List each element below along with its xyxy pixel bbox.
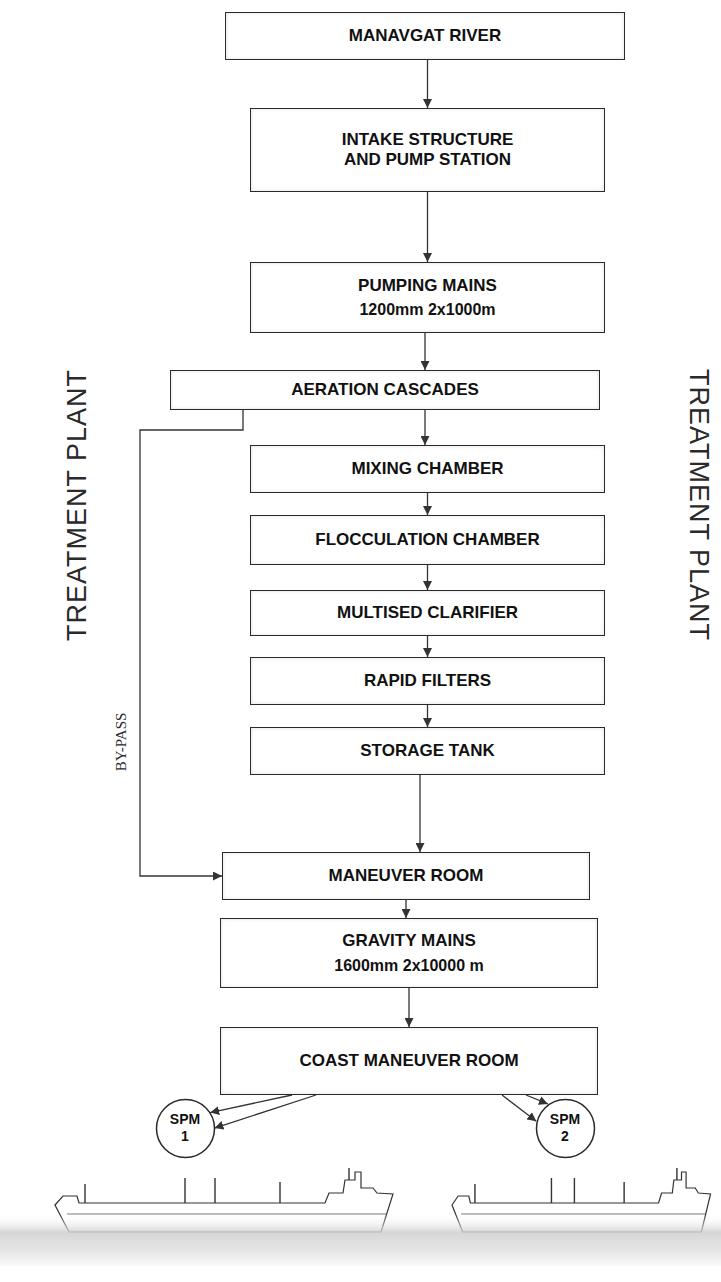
flow-arrow (424, 333, 425, 370)
flow-arrow (140, 410, 243, 876)
box-title: INTAKE STRUCTURE AND PUMP STATION (328, 130, 528, 171)
process-box: COAST MANEUVER ROOM (220, 1027, 598, 1095)
process-box: STORAGE TANK (250, 727, 605, 775)
sea-surface (0, 1214, 721, 1266)
flow-arrow (502, 1095, 536, 1121)
flow-arrow (405, 900, 406, 918)
box-spec: 1200mm 2x1000m (359, 300, 495, 319)
box-title: FLOCCULATION CHAMBER (315, 530, 539, 550)
bypass-label: BY-PASS (113, 713, 130, 772)
box-title: SPM 1 (165, 1111, 205, 1145)
flow-arrow (424, 410, 425, 445)
flow-arrow (408, 988, 409, 1027)
flow-arrow (427, 705, 428, 727)
flow-arrow (419, 775, 420, 852)
flow-arrow (427, 192, 428, 262)
process-box: RAPID FILTERS (250, 657, 605, 705)
process-box: MULTISED CLARIFIER (250, 590, 605, 636)
flow-arrow (526, 1095, 548, 1104)
process-box: AERATION CASCADES (170, 370, 600, 410)
box-title: MIXING CHAMBER (351, 459, 503, 479)
box-title: MANEUVER ROOM (329, 866, 484, 886)
flow-arrow (215, 1095, 317, 1128)
section-label: TREATMENT PLANT (683, 369, 713, 641)
process-box: INTAKE STRUCTURE AND PUMP STATION (250, 108, 605, 192)
mooring-buoy-circle: SPM 1 (155, 1098, 216, 1159)
buoy-circle (156, 1099, 214, 1157)
box-title: COAST MANEUVER ROOM (299, 1051, 518, 1071)
box-title: MANAVGAT RIVER (349, 26, 501, 46)
box-spec: 1600mm 2x10000 m (334, 956, 483, 975)
process-box: PUMPING MAINS 1200mm 2x1000m (250, 262, 605, 333)
process-box: GRAVITY MAINS 1600mm 2x10000 m (220, 918, 598, 988)
flow-arrow (427, 493, 428, 515)
flow-arrow (427, 60, 428, 108)
process-box: MIXING CHAMBER (250, 445, 605, 493)
process-box: FLOCCULATION CHAMBER (250, 515, 605, 565)
box-title: MULTISED CLARIFIER (337, 603, 518, 623)
box-title: STORAGE TANK (360, 741, 494, 761)
flow-arrow (427, 636, 428, 657)
flow-arrow (427, 565, 428, 590)
box-title: AERATION CASCADES (291, 380, 479, 400)
box-title: SPM 2 (545, 1111, 585, 1145)
buoy-circle (536, 1099, 594, 1157)
box-title: PUMPING MAINS (358, 276, 497, 296)
box-title: RAPID FILTERS (364, 671, 491, 691)
process-box: MANEUVER ROOM (222, 852, 590, 900)
flow-arrow (210, 1095, 292, 1113)
process-box: MANAVGAT RIVER (225, 12, 625, 60)
mooring-buoy-circle: SPM 2 (535, 1098, 596, 1159)
box-title: GRAVITY MAINS (342, 931, 476, 951)
section-label: TREATMENT PLANT (63, 369, 93, 641)
